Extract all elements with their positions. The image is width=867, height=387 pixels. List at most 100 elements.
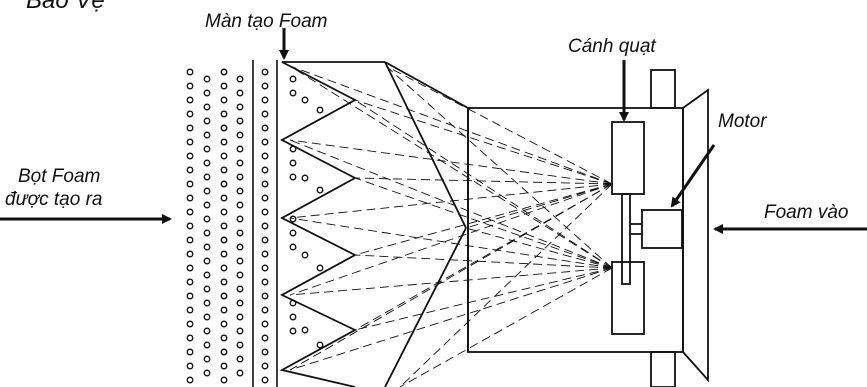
bubble xyxy=(289,215,297,223)
bubble xyxy=(220,68,228,76)
bubble xyxy=(236,229,244,237)
bubble xyxy=(220,348,228,356)
bubble xyxy=(236,257,244,265)
bubble xyxy=(261,152,269,160)
bubble xyxy=(203,173,211,181)
foam-out-label-line1: Bọt Foam xyxy=(18,166,101,187)
bubble xyxy=(220,334,228,342)
bubble xyxy=(261,208,269,216)
bubble xyxy=(236,131,244,139)
bubble xyxy=(289,243,297,251)
bubble xyxy=(236,355,244,363)
bubble xyxy=(203,117,211,125)
bubble xyxy=(236,89,244,97)
bubble xyxy=(236,271,244,279)
bubble xyxy=(236,215,244,223)
bubble xyxy=(220,166,228,174)
bubble xyxy=(203,313,211,321)
rear-flange xyxy=(682,88,709,383)
spray-line xyxy=(289,217,613,269)
bubble xyxy=(203,355,211,363)
bubble xyxy=(261,320,269,328)
bubble xyxy=(220,96,228,104)
bubble xyxy=(220,138,228,146)
bubble xyxy=(261,82,269,90)
spray-line xyxy=(289,65,613,269)
spray-line xyxy=(354,99,613,269)
bubble xyxy=(261,236,269,244)
bubble xyxy=(203,159,211,167)
bubble xyxy=(261,166,269,174)
bubble xyxy=(186,222,194,230)
motor-label: Motor xyxy=(718,111,767,132)
bubble xyxy=(289,89,297,97)
bubble xyxy=(261,124,269,132)
spray-line xyxy=(465,183,613,229)
bubble xyxy=(186,180,194,188)
bubble xyxy=(261,362,269,370)
bubble xyxy=(301,96,309,104)
bubble xyxy=(203,327,211,335)
spray-line xyxy=(289,183,613,371)
bubble xyxy=(203,145,211,153)
bubble xyxy=(220,152,228,160)
bubble xyxy=(186,362,194,370)
spray-line xyxy=(354,254,613,269)
bubble xyxy=(289,75,297,83)
bubble xyxy=(203,201,211,209)
spray-line xyxy=(399,183,613,387)
bubble xyxy=(236,103,244,111)
bubble xyxy=(203,285,211,293)
bubble xyxy=(203,215,211,223)
spray-line xyxy=(289,139,613,269)
bubble xyxy=(203,341,211,349)
bubble xyxy=(301,251,309,259)
bubble xyxy=(186,348,194,356)
bubble xyxy=(186,250,194,258)
bubble xyxy=(289,229,297,237)
spray-line xyxy=(354,267,613,331)
bubble xyxy=(220,236,228,244)
bubble xyxy=(203,89,211,97)
spray-line xyxy=(354,177,613,185)
bubble xyxy=(203,229,211,237)
bubble xyxy=(261,250,269,258)
bubble xyxy=(186,110,194,118)
spray-line xyxy=(354,99,613,185)
bubble xyxy=(261,68,269,76)
bubble xyxy=(203,243,211,251)
bubble xyxy=(261,110,269,118)
fan-blade-label: Cánh quạt xyxy=(568,36,656,57)
bubble xyxy=(220,362,228,370)
bubble xyxy=(220,264,228,272)
bubble xyxy=(261,264,269,272)
spray-line xyxy=(385,65,613,185)
bubble xyxy=(203,103,211,111)
bubble xyxy=(261,180,269,188)
bubble xyxy=(186,152,194,160)
bubble xyxy=(261,278,269,286)
bubble xyxy=(236,173,244,181)
bubble xyxy=(301,174,309,182)
bubble xyxy=(236,285,244,293)
bubble xyxy=(220,180,228,188)
bubble xyxy=(236,145,244,153)
bubble xyxy=(203,271,211,279)
bubble xyxy=(220,250,228,258)
spray-line xyxy=(289,183,613,296)
bubble xyxy=(316,341,324,349)
support-posts xyxy=(650,69,676,387)
fan-blades xyxy=(611,121,645,335)
bubble xyxy=(186,320,194,328)
foam-screen xyxy=(252,60,278,387)
bubble xyxy=(186,376,194,384)
bubble xyxy=(261,138,269,146)
spray-line xyxy=(289,267,613,371)
bubble xyxy=(186,96,194,104)
spray-line xyxy=(289,183,613,219)
foam-screen-label: Màn tạo Foam xyxy=(205,11,328,32)
arrow-icon xyxy=(0,28,867,234)
bubble xyxy=(186,278,194,286)
bubble xyxy=(220,208,228,216)
